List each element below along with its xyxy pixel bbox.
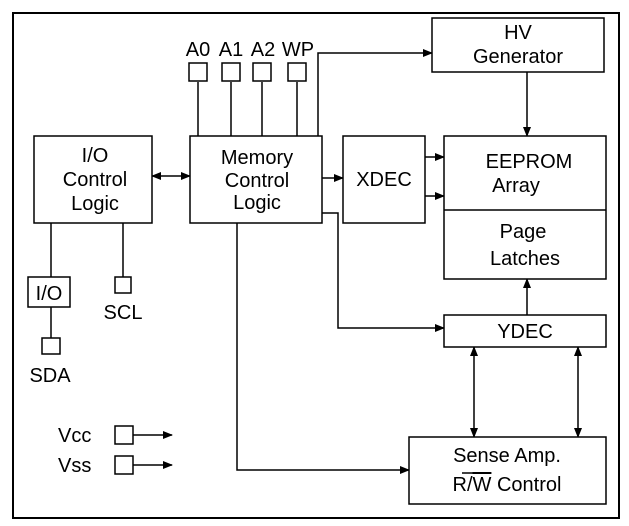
pin-vcc: Vcc — [58, 425, 134, 447]
ydec-block: YDEC — [443, 314, 607, 348]
hv-label-1: HV — [504, 22, 532, 44]
pin-a1: A1 — [219, 39, 243, 82]
pin-a0: A0 — [186, 39, 210, 82]
pin-scl-label: SCL — [104, 302, 143, 324]
pin-vss-label: Vss — [58, 455, 91, 477]
diagram-frame — [12, 12, 620, 519]
io-control-label-2: Control — [63, 169, 127, 191]
hv-label-2: Generator — [473, 46, 563, 68]
pin-a2-label: A2 — [251, 39, 275, 61]
io-buffer-label: I/O — [36, 283, 63, 305]
pin-sda-label: SDA — [29, 365, 71, 387]
pin-wp-label: WP — [282, 39, 314, 61]
pin-a1-label: A1 — [219, 39, 243, 61]
pin-wp: WP — [282, 39, 314, 82]
memory-control-label-2: Control — [225, 170, 289, 192]
pin-a2: A2 — [251, 39, 275, 82]
connections — [50, 49, 582, 474]
io-control-label-1: I/O — [82, 145, 109, 167]
latches-label-1: Page — [500, 221, 547, 243]
latches-label-2: Latches — [490, 248, 560, 270]
xdec-block: XDEC — [342, 135, 426, 224]
page-latches-section: Page Latches — [490, 221, 560, 270]
xdec-label: XDEC — [356, 169, 412, 191]
ydec-label: YDEC — [497, 321, 553, 343]
pin-a0-label: A0 — [186, 39, 210, 61]
memory-to-ydec-arrow — [322, 212, 445, 332]
pin-scl: SCL — [104, 276, 143, 324]
memory-control-logic-block: Memory Control Logic — [189, 135, 323, 224]
pin-sda: SDA — [29, 337, 71, 387]
memory-control-label-1: Memory — [221, 147, 293, 169]
sense-amp-label-2: R/W Control — [453, 474, 562, 496]
w-overline: W — [473, 474, 492, 496]
io-control-label-3: Logic — [71, 193, 119, 215]
eeprom-array-block: EEPROM Array — [443, 135, 607, 280]
eeprom-label-1: EEPROM — [486, 151, 573, 173]
pin-vss: Vss — [58, 455, 134, 477]
memory-control-label-3: Logic — [233, 192, 281, 214]
hv-generator-block: HV Generator — [431, 17, 605, 73]
control-suffix: Control — [491, 474, 561, 496]
sense-amp-block: Sense Amp. R/W Control — [408, 436, 607, 505]
rw-prefix: R/ — [453, 474, 473, 496]
io-buffer-block: I/O — [27, 276, 71, 308]
memory-to-sense-arrow — [236, 223, 410, 474]
sense-amp-label-1: Sense Amp. — [453, 445, 561, 467]
eeprom-label-2: Array — [492, 175, 540, 197]
pin-vcc-label: Vcc — [58, 425, 91, 447]
memory-to-hv-arrow — [317, 49, 433, 136]
io-control-logic-block: I/O Control Logic — [33, 135, 153, 224]
